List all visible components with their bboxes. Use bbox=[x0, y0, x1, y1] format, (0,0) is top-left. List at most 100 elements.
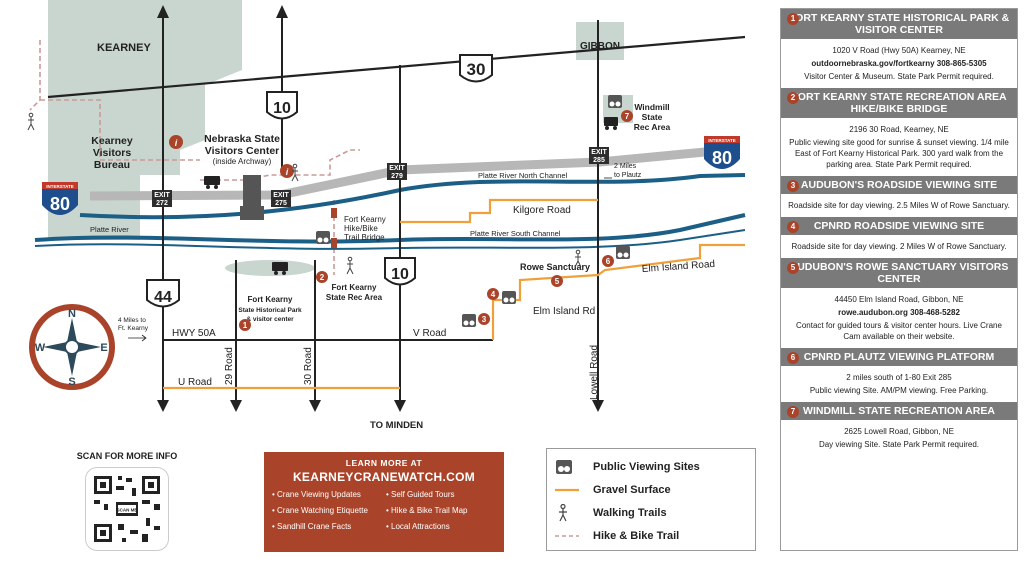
windmill-label: Windmill State Rec Area bbox=[634, 102, 671, 132]
to-ft-kearny-label: 4 Miles to Ft. Kearny bbox=[118, 317, 149, 332]
svg-text:W: W bbox=[35, 342, 46, 354]
site-marker-4[interactable]: 4 bbox=[487, 288, 499, 300]
svg-text:Windmill: Windmill bbox=[634, 102, 669, 112]
scan-me-badge: SCAN ME bbox=[117, 508, 138, 513]
elm-island-rd-label: Elm Island Rd bbox=[533, 306, 595, 317]
svg-text:1: 1 bbox=[243, 321, 248, 330]
kearney-label: KEARNEY bbox=[97, 42, 151, 54]
south-channel-label: Platte River South Channel bbox=[470, 229, 561, 238]
kilgore-road bbox=[400, 198, 598, 224]
svg-text:Bureau: Bureau bbox=[94, 159, 130, 171]
learn-more-list: Crane Viewing Updates Self Guided Tours … bbox=[272, 490, 496, 531]
site-details: 44450 Elm Island Road, Gibbon, NE rowe.a… bbox=[781, 288, 1017, 348]
svg-text:Visitors: Visitors bbox=[93, 147, 131, 159]
site-details: 1020 V Road (Hwy 50A) Kearney, NE outdoo… bbox=[781, 39, 1017, 88]
arrow-head bbox=[309, 400, 321, 412]
i80-shield-right: INTERSTATE 80 bbox=[704, 136, 740, 169]
scan-title: SCAN FOR MORE INFO bbox=[76, 451, 178, 461]
scan-for-info: SCAN FOR MORE INFO SCAN ME bbox=[62, 451, 192, 551]
nebraska-visitors-center-label: Nebraska State Visitors Center (inside A… bbox=[204, 133, 280, 166]
platte-river-label: Platte River bbox=[90, 225, 129, 234]
site-marker-5[interactable]: 5 bbox=[551, 275, 563, 287]
info-icon-visitors-center: i bbox=[280, 164, 294, 178]
archway-building bbox=[240, 206, 264, 220]
learn-more-title: LEARN MORE AT bbox=[345, 458, 423, 468]
svg-text:10: 10 bbox=[391, 266, 409, 283]
site-marker-7[interactable]: 7 bbox=[621, 110, 633, 122]
hike-bike-bridge bbox=[331, 208, 337, 218]
site-marker-2[interactable]: 2 bbox=[316, 271, 328, 283]
arrow-head bbox=[592, 400, 604, 412]
svg-text:State Rec Area: State Rec Area bbox=[326, 293, 383, 302]
svg-text:Fort Kearny: Fort Kearny bbox=[248, 295, 293, 304]
site-marker-6[interactable]: 6 bbox=[602, 255, 614, 267]
walking-trail-icon bbox=[559, 503, 567, 521]
svg-text:285: 285 bbox=[593, 157, 605, 164]
svg-text:EXIT: EXIT bbox=[389, 165, 405, 172]
lowell-road-label: Lowell Road bbox=[589, 345, 600, 400]
hwy50a-label: HWY 50A bbox=[172, 328, 216, 339]
svg-text:S: S bbox=[68, 376, 75, 388]
hike-bike-trail bbox=[29, 40, 360, 275]
fort-kearny-rec-area-label: Fort Kearny State Rec Area bbox=[326, 283, 383, 302]
learn-more-box: LEARN MORE AT KEARNEYCRANEWATCH.COM Cran… bbox=[264, 452, 504, 552]
walking-trail-icon bbox=[291, 163, 299, 182]
svg-text:Nebraska State: Nebraska State bbox=[204, 133, 280, 145]
svg-text:to Plautz: to Plautz bbox=[614, 172, 642, 179]
binoculars-icon bbox=[316, 231, 330, 244]
site-marker-3[interactable]: 3 bbox=[478, 313, 490, 325]
to-ft-kearny-arrow bbox=[128, 334, 147, 342]
hike-bike-line-icon bbox=[555, 534, 579, 537]
svg-text:Ft. Kearny: Ft. Kearny bbox=[118, 325, 149, 332]
svg-text:7: 7 bbox=[625, 112, 630, 121]
rowe-sanctuary-label: Rowe Sanctuary bbox=[520, 262, 590, 272]
svg-text:4 Miles to: 4 Miles to bbox=[118, 317, 146, 324]
site-details: 2196 30 Road, Kearney, NE Public viewing… bbox=[789, 125, 1009, 169]
legend-item-hike-bike: Hike & Bike Trail bbox=[555, 524, 747, 547]
arrow-head bbox=[157, 400, 169, 412]
fort-kearny-area bbox=[225, 260, 315, 276]
svg-text:i: i bbox=[175, 138, 178, 148]
learn-more-url[interactable]: KEARNEYCRANEWATCH.COM bbox=[292, 470, 476, 484]
svg-text:5: 5 bbox=[555, 277, 560, 286]
i80-shield-left: INTERSTATE 80 bbox=[42, 182, 78, 215]
camper-icon bbox=[604, 117, 618, 130]
learn-more-item: Self Guided Tours bbox=[386, 490, 496, 499]
arrow-head bbox=[230, 400, 242, 412]
svg-text:(inside Archway): (inside Archway) bbox=[213, 157, 272, 166]
svg-text:Fort Kearny: Fort Kearny bbox=[344, 215, 386, 224]
svg-text:Visitors Center: Visitors Center bbox=[205, 145, 280, 157]
road29-label: 29 Road bbox=[224, 347, 235, 385]
svg-text:10: 10 bbox=[273, 100, 291, 117]
site-marker-1[interactable]: 1 bbox=[239, 319, 251, 331]
svg-text:279: 279 bbox=[391, 173, 403, 180]
svg-text:272: 272 bbox=[156, 200, 168, 207]
us10-shield-top: 10 bbox=[266, 91, 298, 120]
svg-text:EXIT: EXIT bbox=[591, 149, 607, 156]
exit-279-sign: EXIT 279 bbox=[387, 163, 407, 180]
north-channel-label: Platte River North Channel bbox=[478, 171, 568, 180]
svg-text:EXIT: EXIT bbox=[154, 192, 170, 199]
gibbon-town-area bbox=[576, 22, 624, 60]
learn-more-item: Hike & Bike Trail Map bbox=[386, 506, 496, 515]
walking-trail-icon bbox=[27, 112, 35, 131]
site-contact[interactable]: rowe.audubon.org 308-468-5282 bbox=[838, 308, 960, 317]
v-road-label: V Road bbox=[413, 328, 446, 339]
qr-code-icon[interactable]: SCAN ME bbox=[85, 467, 169, 551]
gravel-line-icon bbox=[555, 488, 579, 491]
site-contact[interactable]: outdoornebraska.gov/fortkearny 308-865-5… bbox=[811, 59, 987, 68]
hike-bike-bridge bbox=[331, 238, 337, 248]
svg-text:EXIT: EXIT bbox=[273, 192, 289, 199]
svg-text:275: 275 bbox=[275, 200, 287, 207]
us30-road bbox=[47, 35, 746, 99]
